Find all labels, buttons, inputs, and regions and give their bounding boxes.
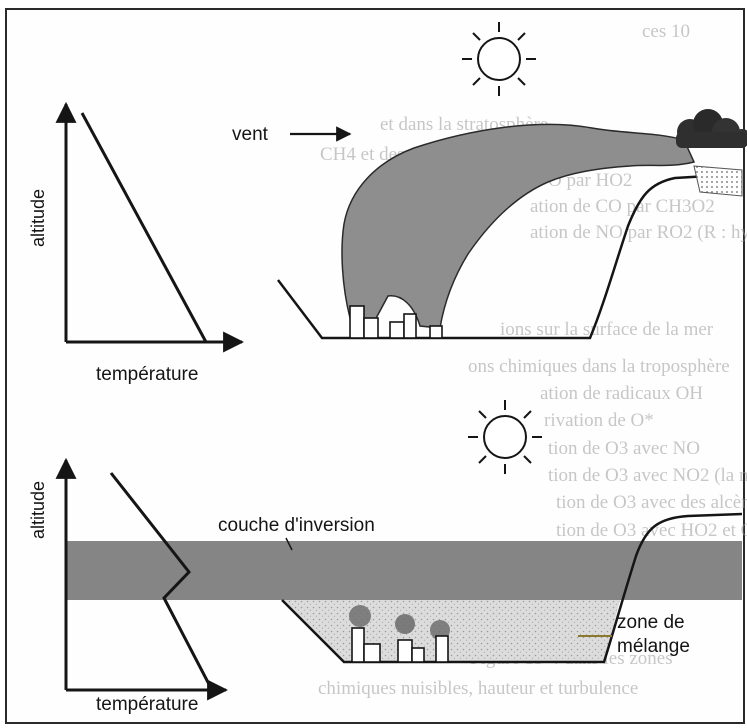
inversion-layer xyxy=(66,541,742,600)
x-axis-label: température xyxy=(96,364,198,385)
mixing-label-line1: zone de xyxy=(617,612,685,633)
bleed-line: tion de O3 avec NO xyxy=(548,438,700,459)
y-axis-label: altitude xyxy=(28,189,48,247)
bleed-line: tion de O3 avec NO2 (la nuit) xyxy=(548,465,747,486)
bleed-line: ation de radicaux OH xyxy=(540,383,703,404)
bleed-line: ation de NO par RO2 (R : hydrocarbures) xyxy=(530,222,747,243)
bleed-line: ons chimiques dans la troposphère xyxy=(468,356,730,377)
bleed-line: rivation de O* xyxy=(544,410,654,431)
x-axis-label: température xyxy=(96,694,198,715)
bleed-line: chimiques nuisibles, hauteur et turbulen… xyxy=(318,678,638,699)
inversion-label: couche d'inversion xyxy=(218,515,375,536)
bleed-line: ation de CO par CH3O2 xyxy=(530,196,715,217)
mixing-label-line2: mélange xyxy=(617,636,690,657)
wind-label: vent xyxy=(232,124,269,145)
bleed-line: ces 10 xyxy=(642,21,690,42)
bleed-line: tion de O3 avec des alcènes xyxy=(556,492,747,513)
y-axis-label: altitude xyxy=(28,481,48,539)
